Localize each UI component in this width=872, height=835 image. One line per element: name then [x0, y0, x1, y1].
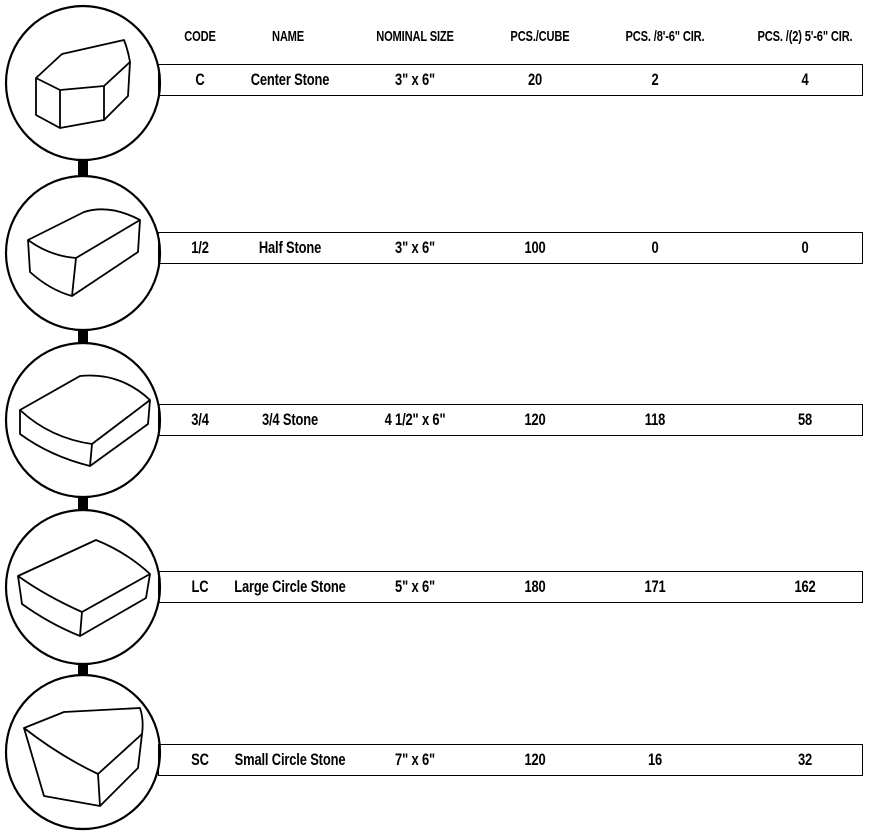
row-pcs-8-6: 2 [651, 70, 659, 89]
circle-frame [4, 341, 162, 499]
row-name: Small Circle Stone [234, 750, 346, 769]
row-size: 4 1/2" x 6" [384, 410, 446, 429]
circle-frame [4, 508, 162, 666]
row-size: 3" x 6" [395, 70, 435, 89]
row-pcs-cube: 20 [527, 70, 543, 89]
table-row [158, 64, 863, 96]
connector-bar [78, 487, 88, 520]
half-stone-icon [27, 208, 141, 297]
header-pcs-cube: PCS./CUBE [510, 28, 570, 45]
row-pcs-8-6: 0 [651, 238, 659, 257]
row-code: C [195, 70, 205, 89]
row-pcs-cube: 100 [524, 238, 546, 257]
table-row [158, 571, 863, 603]
circle-frame [4, 673, 162, 831]
circle-frame [4, 4, 162, 162]
row-pcs-2-5-6: 4 [801, 70, 809, 89]
row-pcs-cube: 120 [524, 410, 546, 429]
table-row [158, 404, 863, 436]
large-circle-stone-icon [17, 539, 151, 637]
connector-bar [78, 653, 88, 686]
small-circle-stone-icon [23, 707, 144, 807]
header-nominal-size: NOMINAL SIZE [376, 28, 454, 45]
row-pcs-8-6: 118 [644, 410, 666, 429]
row-size: 5" x 6" [395, 577, 435, 596]
header-code: CODE [184, 28, 216, 45]
header-pcs-8-6: PCS. /8'-6" CIR. [625, 28, 705, 45]
table-row [158, 744, 863, 776]
row-size: 7" x 6" [395, 750, 435, 769]
header-name: NAME [271, 28, 305, 45]
row-name: Half Stone [258, 238, 322, 257]
row-code: 1/2 [191, 238, 209, 257]
row-pcs-2-5-6: 0 [801, 238, 809, 257]
row-pcs-8-6: 171 [644, 577, 666, 596]
header-pcs-2-5-6: PCS. /(2) 5'-6" CIR. [757, 28, 853, 45]
row-pcs-cube: 120 [524, 750, 546, 769]
row-code: LC [191, 577, 209, 596]
connector-bar [78, 320, 88, 354]
three-quarter-stone-icon [19, 374, 151, 467]
row-pcs-2-5-6: 32 [797, 750, 813, 769]
row-name: 3/4 Stone [261, 410, 319, 429]
row-code: 3/4 [191, 410, 209, 429]
row-name: Large Circle Stone [234, 577, 346, 596]
row-pcs-cube: 180 [524, 577, 546, 596]
row-pcs-8-6: 16 [647, 750, 663, 769]
row-pcs-2-5-6: 58 [797, 410, 813, 429]
row-name: Center Stone [250, 70, 330, 89]
row-size: 3" x 6" [395, 238, 435, 257]
center-stone-icon [35, 39, 131, 129]
connector-bar [78, 155, 88, 188]
row-pcs-2-5-6: 162 [794, 577, 816, 596]
table-row [158, 232, 863, 264]
row-code: SC [191, 750, 209, 769]
